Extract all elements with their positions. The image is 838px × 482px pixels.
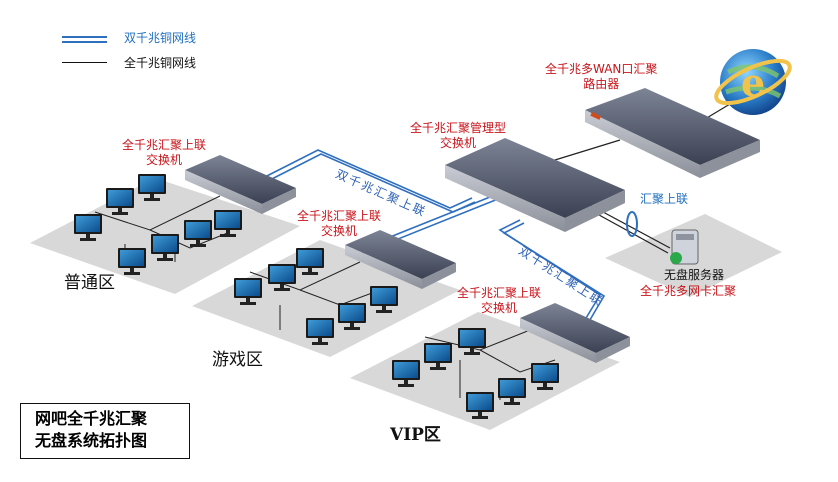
monitor-icon	[214, 210, 242, 237]
diagram-title-line-2: 无盘系统拓扑图	[35, 431, 148, 450]
monitor-icon	[138, 174, 166, 201]
core-switch-label: 全千兆汇聚管理型交换机	[410, 121, 507, 150]
legend-single-line	[62, 62, 107, 63]
zone-vip-label: VIP区	[390, 425, 441, 445]
server-label-1: 无盘服务器	[664, 268, 725, 282]
monitor-icon	[306, 318, 334, 345]
switch-general-label: 全千兆汇聚上联交换机	[122, 138, 207, 167]
monitor-icon	[424, 343, 452, 370]
monitor-icon	[370, 286, 398, 313]
switch-vip-label: 全千兆汇聚上联交换机	[457, 286, 542, 315]
router-device	[585, 88, 760, 178]
server-device	[670, 229, 699, 265]
monitor-icon	[338, 303, 366, 330]
monitor-icon	[268, 264, 296, 291]
monitor-icon	[498, 378, 526, 405]
monitor-icon	[466, 392, 494, 419]
server-label-2: 全千兆多网卡汇聚	[640, 284, 737, 298]
monitor-icon	[74, 214, 102, 241]
monitor-icon	[234, 278, 262, 305]
server-uplink-label: 汇聚上联	[640, 192, 689, 206]
switch-vip-device	[520, 303, 630, 363]
monitor-icon	[151, 234, 179, 261]
monitor-icon	[296, 248, 324, 275]
legend-double-line	[62, 36, 107, 38]
core-switch-device	[445, 138, 625, 232]
router-label: 全千兆多WAN口汇聚路由器	[545, 62, 658, 91]
zone-game-label: 游戏区	[212, 350, 263, 370]
monitor-icon	[458, 328, 486, 355]
switch-game-label: 全千兆汇聚上联交换机	[297, 209, 382, 238]
internet-globe-icon: e	[714, 49, 792, 115]
switch-game-device	[345, 230, 456, 289]
monitor-icon	[184, 220, 212, 247]
monitor-icon	[392, 360, 420, 387]
diagram-title: 网吧全千兆汇聚 无盘系统拓扑图	[20, 403, 190, 459]
monitor-icon	[531, 363, 559, 390]
legend-single-label: 全千兆铜网线	[124, 56, 197, 70]
monitors	[74, 174, 559, 419]
uplink-ring	[626, 211, 638, 237]
legend-double-line-2	[62, 41, 107, 43]
monitor-icon	[106, 188, 134, 215]
zone-general-label: 普通区	[64, 273, 115, 293]
switch-general-device	[185, 155, 296, 214]
diagram-title-line-1: 网吧全千兆汇聚	[35, 409, 148, 428]
monitor-icon	[118, 248, 146, 275]
legend-double-label: 双千兆铜网线	[124, 31, 197, 45]
